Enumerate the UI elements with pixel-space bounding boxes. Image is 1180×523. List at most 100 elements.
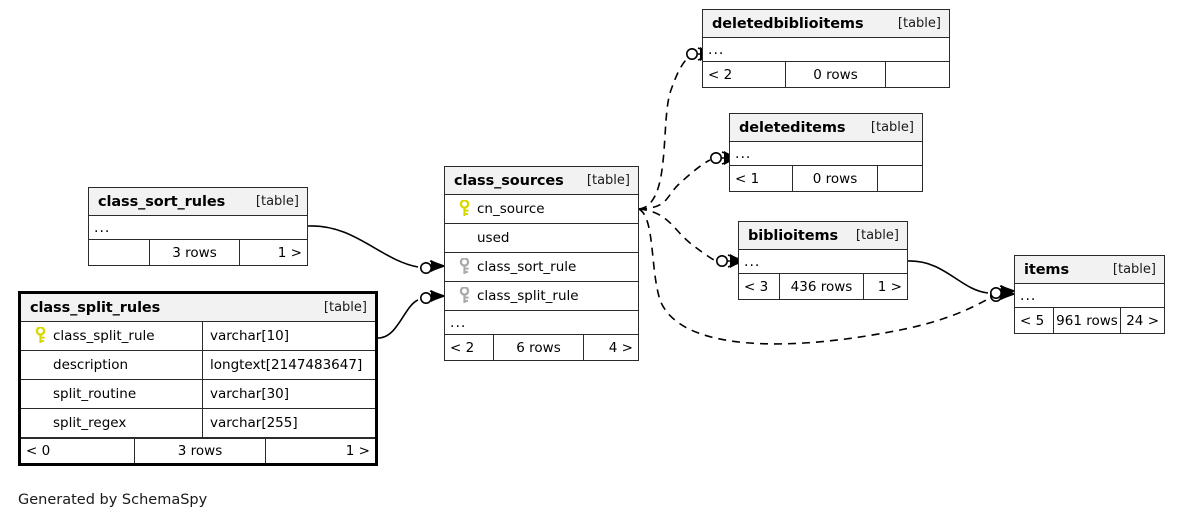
hidden-columns-indicator: ... [730,142,922,166]
footer-children-count [885,62,949,87]
table-footer: 3 rows 1 > [89,240,307,265]
column-label: class_split_rule [477,288,579,304]
table-name: biblioitems [748,227,839,244]
table-footer: < 1 0 rows [730,166,922,191]
primary-key-icon [28,327,53,345]
column-label: cn_source [477,201,545,217]
table-footer: < 5 961 rows 24 > [1015,308,1164,333]
table-name: class_split_rules [30,299,161,316]
column-label: split_regex [53,415,127,431]
table-footer: < 3 436 rows 1 > [739,274,907,299]
column-name-cell: split_routine [21,380,202,408]
column-row-description[interactable]: description longtext[2147483647] [21,351,375,380]
table-class_split_rules[interactable]: class_split_rules [table] class_split_ru… [18,291,378,466]
table-kind-label: [table] [855,228,899,243]
footer-parents-count: < 5 [1020,312,1045,329]
table-name: class_sources [454,172,564,189]
footer-children-count: 4 > [583,335,638,360]
footer-parents-count: < 0 [26,443,51,459]
column-label: split_routine [53,386,137,402]
table-deleteditems[interactable]: deleteditems [table] ... < 1 0 rows [729,113,923,192]
footer-row-count: 3 rows [134,439,265,463]
table-kind-label: [table] [870,120,914,135]
table-class_sort_rules[interactable]: class_sort_rules [table] ... 3 rows 1 > [88,187,308,266]
footer-children-count: 1 > [239,240,307,265]
column-row-used[interactable]: used [445,224,638,253]
column-row-split_routine[interactable]: split_routine varchar[30] [21,380,375,409]
primary-key-icon [452,200,477,218]
edge-class_split_rules-to-class_sources [377,290,445,339]
column-label: used [477,230,510,246]
column-row-class_sort_rule[interactable]: class_sort_rule [445,253,638,282]
column-name-cell: class_sort_rule [445,253,638,281]
footer-row-count: 3 rows [149,240,239,265]
foreign-key-icon [452,258,477,276]
column-type: varchar[10] [202,322,375,350]
column-type: varchar[255] [202,409,375,437]
table-kind-label: [table] [586,173,630,188]
footer-row-count: 6 rows [493,335,583,360]
edge-biblioitems-to-items [907,260,1015,299]
column-label: description [53,357,129,373]
hidden-columns-indicator: ... [739,250,907,274]
table-name: deleteditems [739,119,846,136]
table-kind-label: [table] [323,300,367,315]
column-name-cell: class_split_rule [21,322,202,350]
table-name: deletedbiblioitems [712,15,864,32]
table-footer: < 2 0 rows [703,62,949,87]
footer-parents-count: < 1 [735,170,760,187]
table-kind-label: [table] [255,194,299,209]
table-header: deleteditems [table] [730,114,922,142]
footer-children-count: 1 > [265,439,375,463]
edge-class_sources-to-deleteditems [638,151,739,210]
hidden-columns-indicator: ... [445,311,638,335]
table-biblioitems[interactable]: biblioitems [table] ... < 3 436 rows 1 > [738,221,908,300]
foreign-key-icon [452,287,477,305]
hidden-columns-indicator: ... [89,216,307,240]
column-row-split_regex[interactable]: split_regex varchar[255] [21,409,375,438]
footer-row-count: 0 rows [785,62,885,87]
column-name-cell: cn_source [445,195,638,223]
table-header: biblioitems [table] [739,222,907,250]
footer-parents-count: < 3 [744,278,769,295]
column-name-cell: split_regex [21,409,202,437]
table-class_sources[interactable]: class_sources [table] cn_source us [444,166,639,361]
hidden-columns-indicator: ... [703,38,949,62]
table-name: class_sort_rules [98,193,226,210]
column-name-cell: description [21,351,202,379]
column-row-cn_source[interactable]: cn_source [445,195,638,224]
table-header: class_sources [table] [445,167,638,195]
footer-parents-count: < 2 [450,339,475,356]
column-name-cell: used [445,224,638,252]
table-items[interactable]: items [table] ... < 5 961 rows 24 > [1014,255,1165,334]
table-header: class_split_rules [table] [21,294,375,322]
edge-class_sort_rules-to-class_sources [307,225,445,274]
footer-row-count: 961 rows [1053,308,1120,333]
column-label: class_sort_rule [477,259,577,275]
column-type: varchar[30] [202,380,375,408]
hidden-columns-indicator: ... [1015,284,1164,308]
footer-row-count: 0 rows [792,166,877,191]
footer-children-count: 1 > [863,274,907,299]
table-kind-label: [table] [1112,262,1156,277]
footer-children-count: 24 > [1120,308,1164,333]
footer-row-count: 436 rows [779,274,863,299]
table-footer: < 0 3 rows 1 > [21,438,375,463]
column-row-class_split_rule[interactable]: class_split_rule [445,282,638,311]
table-name: items [1024,261,1069,278]
table-deletedbiblioitems[interactable]: deletedbiblioitems [table] ... < 2 0 row… [702,9,950,88]
generated-by-credit: Generated by SchemaSpy [18,492,208,508]
edge-class_sources-to-biblioitems [638,208,745,268]
column-name-cell: class_split_rule [445,282,638,310]
table-header: class_sort_rules [table] [89,188,307,216]
column-label: class_split_rule [53,328,155,344]
table-footer: < 2 6 rows 4 > [445,335,638,360]
footer-parents-count: < 2 [708,66,733,83]
table-header: items [table] [1015,256,1164,284]
column-row-class_split_rule[interactable]: class_split_rule varchar[10] [21,322,375,351]
column-type: longtext[2147483647] [202,351,375,379]
table-kind-label: [table] [897,16,941,31]
footer-parents-count [89,240,149,265]
footer-children-count [877,166,922,191]
